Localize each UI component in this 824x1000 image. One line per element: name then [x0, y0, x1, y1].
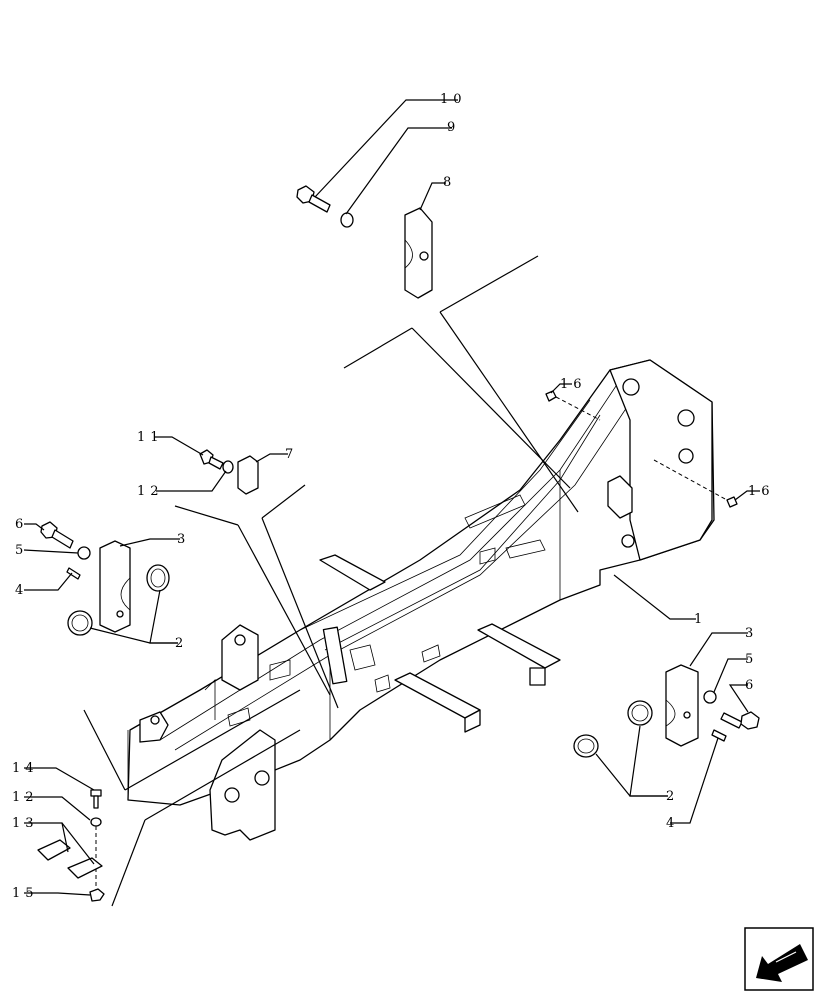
bushing-2b	[67, 610, 93, 636]
callout-11: 11	[137, 430, 164, 445]
washer-12a	[222, 460, 234, 474]
callout-2-right: 2	[666, 789, 679, 804]
washer-5b	[703, 690, 717, 704]
clamp-7	[237, 455, 259, 495]
bolt-11	[199, 449, 224, 470]
callout-16-right: 16	[748, 484, 775, 499]
bolt-14	[90, 789, 102, 809]
bushing-2d	[573, 734, 599, 758]
callout-8: 8	[443, 175, 456, 190]
sight-lines	[83, 255, 579, 907]
callout-15: 15	[12, 886, 39, 901]
callout-12-top: 12	[137, 484, 164, 499]
bolt-6a	[40, 521, 74, 549]
bearing-block-3a	[99, 540, 131, 633]
pin-4a	[66, 567, 81, 580]
callout-9: 9	[447, 120, 460, 135]
callout-14: 14	[12, 761, 39, 776]
callout-5-right: 5	[745, 652, 758, 667]
callout-6-right: 6	[745, 678, 758, 693]
plug-16b	[726, 496, 738, 508]
clamp-block-8	[404, 207, 433, 299]
callout-16-top: 16	[560, 377, 587, 392]
washer-12b	[90, 817, 102, 827]
nut-15	[89, 888, 105, 902]
callout-3-left: 3	[177, 532, 190, 547]
bolt-10	[296, 185, 331, 213]
callout-10: 10	[440, 92, 467, 107]
callout-12-bottom: 12	[12, 790, 39, 805]
callout-1: 1	[694, 612, 707, 627]
callout-5-left: 5	[15, 543, 28, 558]
leader-lines	[23, 99, 760, 896]
washer-9	[340, 212, 354, 228]
bushing-2c	[627, 700, 653, 726]
bolt-6b	[720, 711, 760, 730]
callout-6-left: 6	[15, 517, 28, 532]
callout-7: 7	[285, 447, 298, 462]
plate-13a	[37, 839, 71, 861]
callout-13: 13	[12, 816, 39, 831]
main-frame	[127, 359, 715, 841]
next-page-arrow-icon[interactable]	[744, 927, 814, 991]
callout-labels: 10 9 8 16 16 11 7 12 6 3 5 4 2 1 3 5 6 2…	[12, 92, 775, 901]
washer-5a	[77, 546, 91, 560]
plate-13b	[67, 857, 103, 879]
callout-3-right: 3	[745, 626, 758, 641]
bearing-block-3b	[665, 664, 699, 747]
pin-4b	[711, 729, 727, 742]
callout-4-right: 4	[666, 816, 679, 831]
bushing-2a	[146, 564, 170, 592]
callout-2-left: 2	[175, 636, 188, 651]
callout-4-left: 4	[15, 583, 28, 598]
